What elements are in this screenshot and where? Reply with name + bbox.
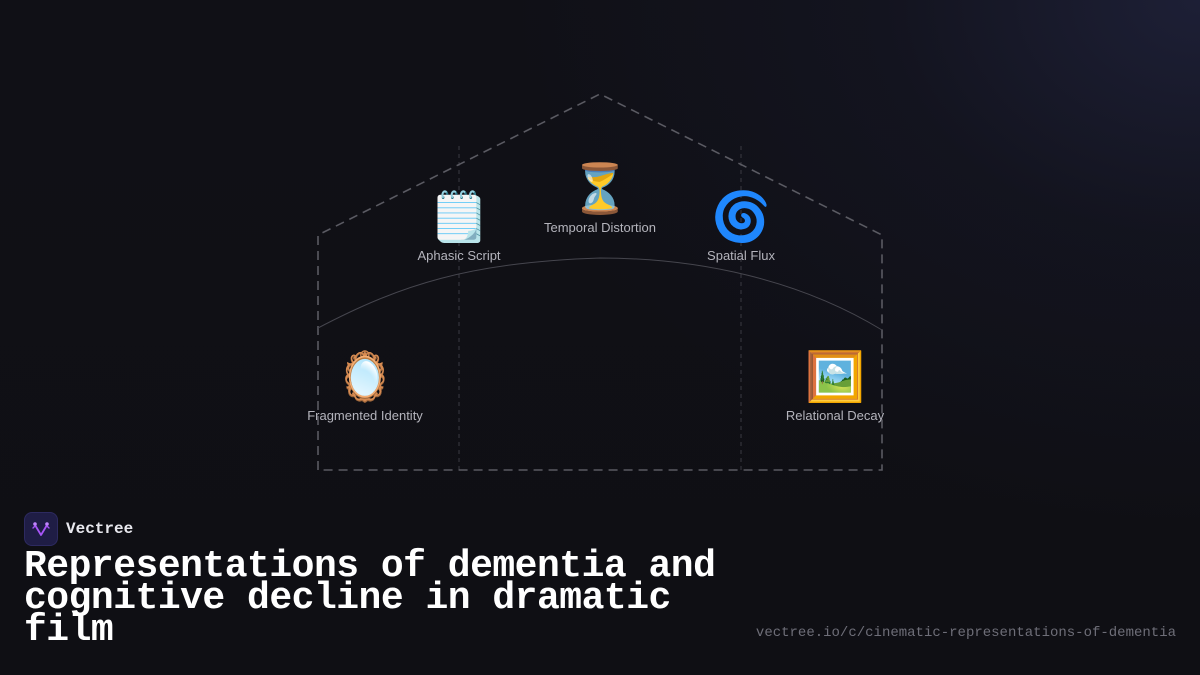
node-fragmented-identity[interactable]: 🪞 Fragmented Identity (307, 350, 423, 423)
brand-name: Vectree (66, 520, 134, 538)
page-url[interactable]: vectree.io/c/cinematic-representations-o… (755, 625, 1176, 641)
arc-curve (317, 257, 883, 331)
node-label: Spatial Flux (707, 248, 775, 263)
node-relational-decay[interactable]: 🖼️ Relational Decay (786, 350, 884, 423)
house-outline (317, 93, 883, 471)
mirror-icon: 🪞 (335, 349, 395, 405)
framed-picture-icon: 🖼️ (805, 349, 865, 405)
node-label: Fragmented Identity (307, 408, 423, 423)
node-aphasic-script[interactable]: 🗒️ Aphasic Script (417, 190, 500, 263)
node-label: Temporal Distortion (544, 220, 656, 235)
hourglass-icon: ⏳ (570, 161, 630, 217)
node-label: Aphasic Script (417, 248, 501, 263)
vectree-fork-icon (32, 522, 50, 536)
page-title: Representations of dementia and cognitiv… (24, 545, 716, 652)
cyclone-icon: 🌀 (711, 189, 771, 245)
node-label: Relational Decay (785, 408, 885, 423)
spiral-notepad-icon: 🗒️ (429, 189, 489, 245)
node-spatial-flux[interactable]: 🌀 Spatial Flux (707, 190, 775, 263)
brand[interactable]: Vectree (24, 512, 133, 546)
brand-logo (24, 512, 58, 546)
node-temporal-distortion[interactable]: ⏳ Temporal Distortion (544, 162, 656, 235)
